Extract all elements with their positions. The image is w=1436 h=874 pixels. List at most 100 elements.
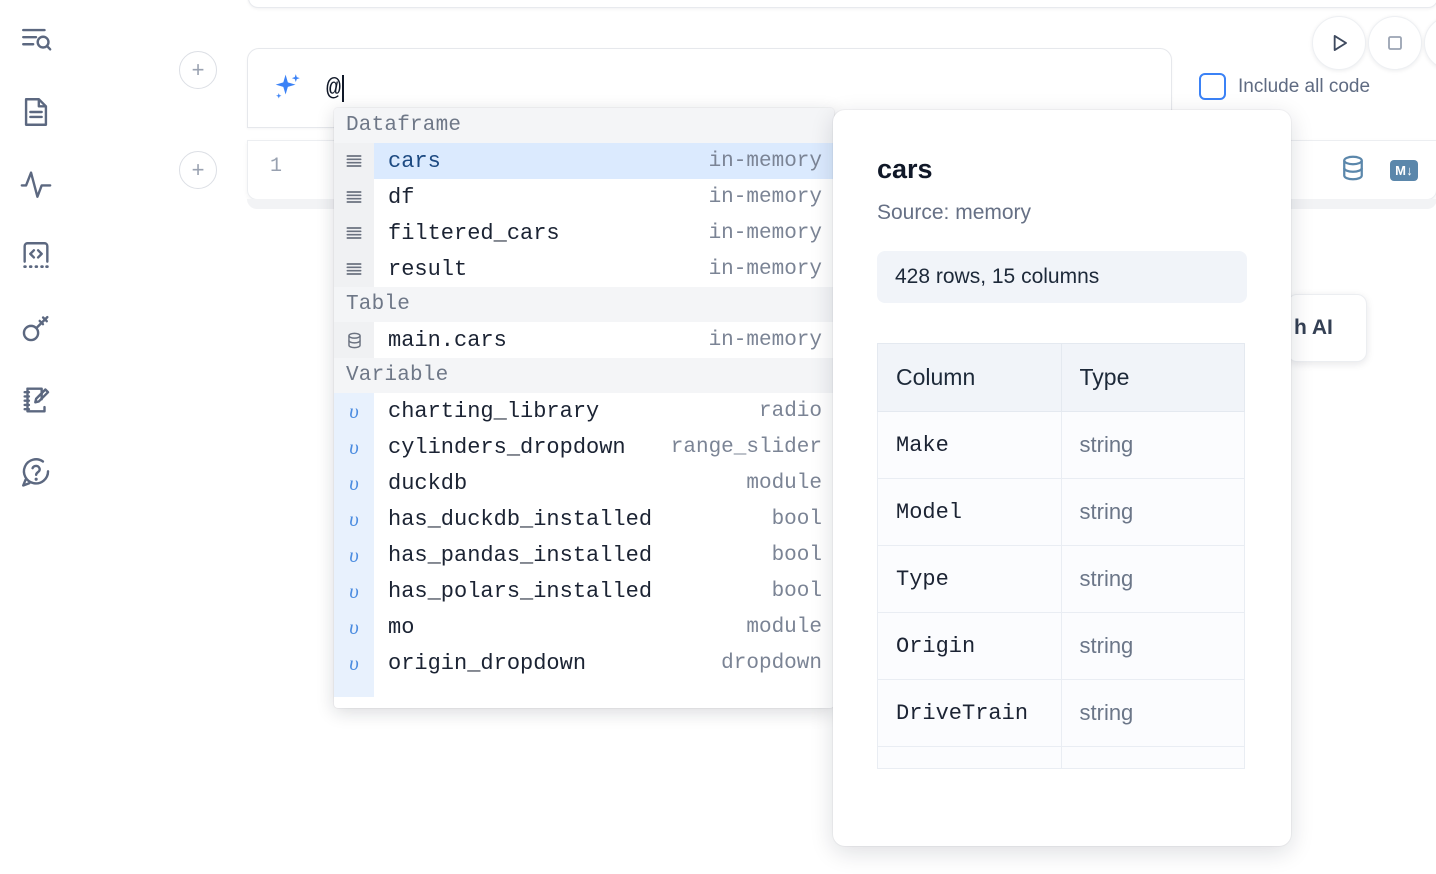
autocomplete-item-kind: in-memory <box>708 221 822 245</box>
include-all-code-checkbox[interactable] <box>1199 73 1226 100</box>
autocomplete-item[interactable]: cars in-memory <box>334 143 834 179</box>
variable-icon: υ <box>334 465 374 501</box>
autocomplete-group-dataframe: Dataframe <box>334 108 834 143</box>
explore-search-icon[interactable] <box>14 18 58 62</box>
dataframe-icon <box>334 215 374 251</box>
variable-icon: υ <box>334 609 374 645</box>
detail-panel: cars Source: memory 428 rows, 15 columns… <box>833 110 1291 846</box>
left-sidebar <box>0 0 72 874</box>
autocomplete-item[interactable]: result in-memory <box>334 251 834 287</box>
cell-icon-group: M↓ <box>1338 153 1418 188</box>
cell-empty <box>877 746 1062 769</box>
cell-column-type: string <box>1060 679 1245 747</box>
markdown-badge[interactable]: M↓ <box>1390 160 1418 181</box>
autocomplete-item-kind: bool <box>771 507 822 531</box>
variable-icon: υ <box>334 501 374 537</box>
variable-icon <box>334 681 374 697</box>
more-actions-button[interactable] <box>1424 16 1436 70</box>
stop-button[interactable] <box>1368 16 1422 70</box>
cell-column-name: Model <box>877 478 1062 546</box>
dataframe-icon <box>334 143 374 179</box>
cell-column-type: string <box>1060 478 1245 546</box>
dataframe-icon <box>334 179 374 215</box>
help-question-icon[interactable] <box>14 450 58 494</box>
include-all-code-row[interactable]: Include all code <box>1199 73 1370 100</box>
autocomplete-item-name: charting_library <box>388 398 600 424</box>
line-number: 1 <box>270 155 283 178</box>
autocomplete-item[interactable]: df in-memory <box>334 179 834 215</box>
scratchpad-edit-icon[interactable] <box>14 378 58 422</box>
text-caret <box>342 74 345 102</box>
autocomplete-item-name: cars <box>388 148 441 174</box>
cell-column-name: Make <box>877 411 1062 479</box>
ai-prompt-input[interactable]: @ <box>326 73 345 103</box>
autocomplete-item[interactable]: υ has_duckdb_installed bool <box>334 501 834 537</box>
autocomplete-item-kind: in-memory <box>708 185 822 209</box>
with-ai-card[interactable]: h AI <box>1287 294 1367 362</box>
variable-icon: υ <box>334 573 374 609</box>
add-cell-button-bottom[interactable]: + <box>179 151 217 189</box>
autocomplete-item-name: has_polars_installed <box>388 578 653 604</box>
autocomplete-item-name: result <box>388 256 468 282</box>
cell-column-type: string <box>1060 411 1245 479</box>
cell-column-name: Type <box>877 545 1062 613</box>
ai-prompt-value: @ <box>326 73 342 103</box>
cell-column-type: string <box>1060 612 1245 680</box>
key-icon[interactable] <box>14 306 58 350</box>
column-header-column: Column <box>877 343 1062 412</box>
autocomplete-item[interactable]: filtered_cars in-memory <box>334 215 834 251</box>
autocomplete-item-kind: module <box>746 615 822 639</box>
autocomplete-item-name: main.cars <box>388 327 507 353</box>
table-header-row: Column Type <box>877 343 1245 412</box>
detail-shape-badge: 428 rows, 15 columns <box>877 251 1247 303</box>
database-icon[interactable] <box>1338 153 1368 188</box>
code-snippet-icon[interactable] <box>14 234 58 278</box>
autocomplete-group-variable: Variable <box>334 358 834 393</box>
autocomplete-item[interactable]: main.cars in-memory <box>334 322 834 358</box>
add-cell-button-top[interactable]: + <box>179 51 217 89</box>
autocomplete-item-name: has_pandas_installed <box>388 542 653 568</box>
cell-fragment-above <box>248 0 1436 8</box>
cell-column-name: Origin <box>877 612 1062 680</box>
autocomplete-item-name: filtered_cars <box>388 220 560 246</box>
autocomplete-item-kind: dropdown <box>721 651 822 675</box>
autocomplete-item-kind: in-memory <box>708 257 822 281</box>
autocomplete-item-name: cylinders_dropdown <box>388 434 626 460</box>
autocomplete-item-kind: radio <box>758 399 822 423</box>
autocomplete-item-name: mo <box>388 614 415 640</box>
autocomplete-item[interactable]: υ charting_library radio <box>334 393 834 429</box>
autocomplete-item-kind: range_slider <box>670 435 822 459</box>
cell-column-name: DriveTrain <box>877 679 1062 747</box>
include-all-code-label: Include all code <box>1238 75 1371 97</box>
autocomplete-item-kind: in-memory <box>708 328 822 352</box>
autocomplete-item-name: duckdb <box>388 470 468 496</box>
run-button[interactable] <box>1312 16 1366 70</box>
activity-pulse-icon[interactable] <box>14 162 58 206</box>
cell-column-type: string <box>1060 545 1245 613</box>
autocomplete-item-name: has_duckdb_installed <box>388 506 653 532</box>
detail-title: cars <box>877 154 933 184</box>
variable-icon: υ <box>334 537 374 573</box>
dataframe-icon <box>334 251 374 287</box>
notebook-file-icon[interactable] <box>14 90 58 134</box>
cell-empty <box>1060 746 1245 769</box>
autocomplete-clipped-row <box>334 681 834 697</box>
autocomplete-item-kind: module <box>746 471 822 495</box>
table-icon <box>334 322 374 358</box>
autocomplete-item-kind: in-memory <box>708 149 822 173</box>
variable-icon: υ <box>334 393 374 429</box>
autocomplete-item-name: df <box>388 184 415 210</box>
sparkle-ai-icon <box>270 71 304 105</box>
